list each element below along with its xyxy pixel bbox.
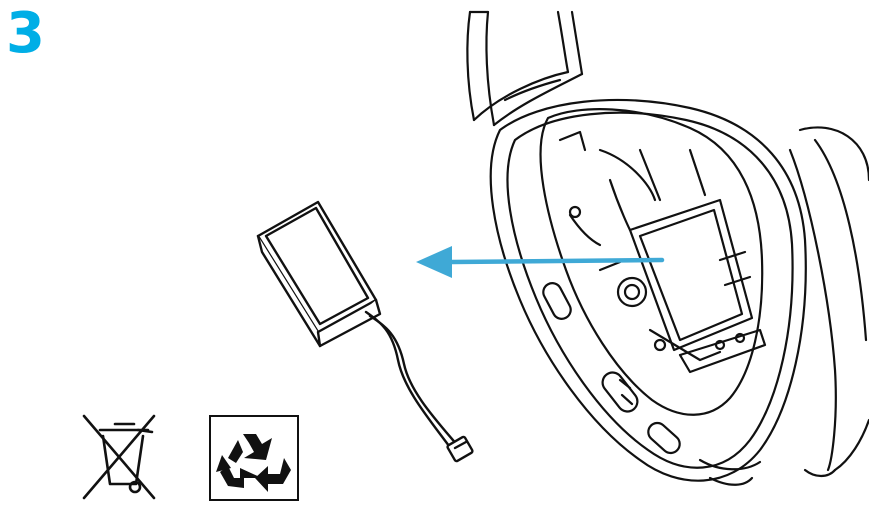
remove-direction-arrow-icon bbox=[416, 246, 665, 278]
step-number: 3 bbox=[6, 1, 45, 66]
battery-pack-icon bbox=[256, 200, 474, 463]
crossed-out-wheelie-bin-icon bbox=[82, 414, 156, 500]
recycling-symbol-icon bbox=[209, 415, 299, 501]
headset-earcup-icon bbox=[466, 10, 869, 486]
